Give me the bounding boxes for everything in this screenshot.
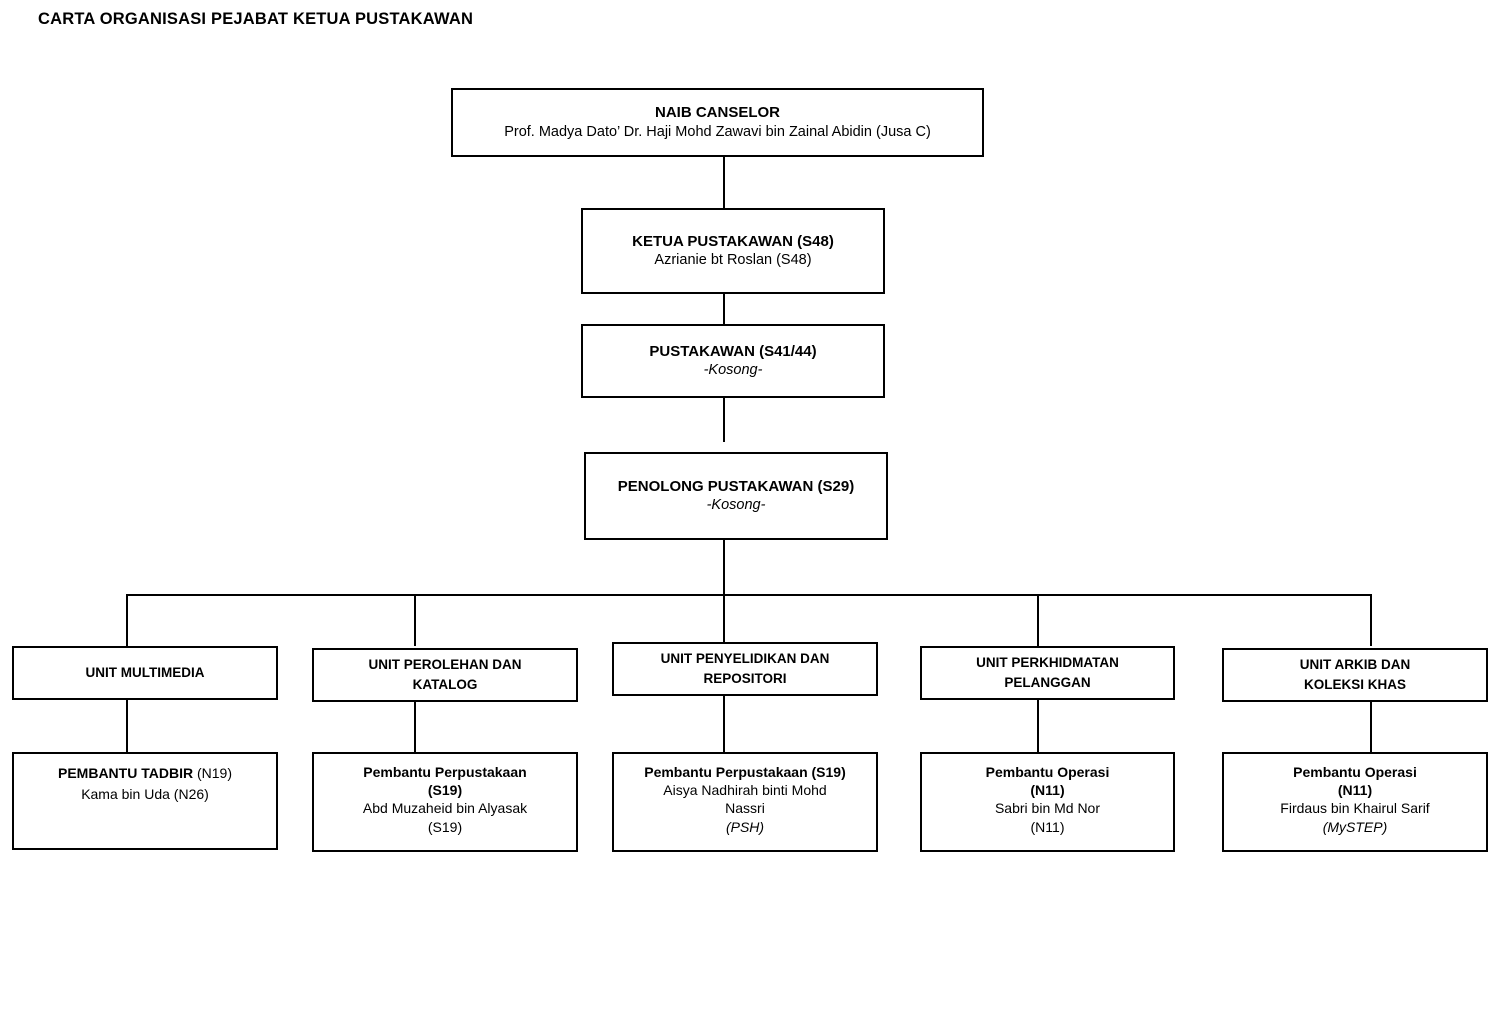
node-unit-perkhidmatan-pelanggan[interactable]: UNIT PERKHIDMATAN PELANGGAN [920,646,1175,700]
connector-horizontal-bus [126,594,1372,596]
node-staff-unit-multimedia[interactable]: PEMBANTU TADBIR (N19) Kama bin Uda (N26) [12,752,278,850]
node-penolong-pustakawan-occupant: -Kosong- [706,497,766,514]
staff-perolehan-title-line2: (S19) [427,782,463,799]
node-naib-canselor[interactable]: NAIB CANSELOR Prof. Madya Dato’ Dr. Haji… [451,88,984,157]
staff-perkhidmatan-name-line2: (N11) [1030,818,1065,835]
node-unit-penyelidikan-dan-repositori[interactable]: UNIT PENYELIDIKAN DAN REPOSITORI [612,642,878,696]
node-ketua-pustakawan-title: KETUA PUSTAKAWAN (S48) [632,232,834,250]
connector-naib-to-ketua [723,157,725,208]
connector-bus-to-unit-perkhidmatan [1037,594,1039,646]
staff-perolehan-title-line1: Pembantu Perpustakaan [363,764,527,780]
node-unit-arkib-dan-koleksi-khas[interactable]: UNIT ARKIB DAN KOLEKSI KHAS [1222,648,1488,702]
node-unit-perkhidmatan-label-line2: PELANGGAN [1004,675,1091,690]
staff-perkhidmatan-title-line1: Pembantu Operasi [985,764,1110,780]
node-penolong-pustakawan[interactable]: PENOLONG PUSTAKAWAN (S29) -Kosong- [584,452,888,540]
staff-perolehan-name-line1: Abd Muzaheid bin Alyasak [362,800,528,817]
staff-multimedia-title-row: PEMBANTU TADBIR (N19) [20,764,270,785]
node-staff-unit-arkib-dan-koleksi-khas[interactable]: Pembantu Operasi (N11) Firdaus bin Khair… [1222,752,1488,852]
node-unit-penyelidikan-label-line1: UNIT PENYELIDIKAN DAN [660,651,830,667]
staff-penyelidikan-note: (PSH) [725,818,765,835]
staff-perkhidmatan-title-line2: (N11) [1030,782,1065,799]
staff-perkhidmatan-name-line1: Sabri bin Md Nor [994,800,1101,817]
staff-arkib-name-line1: Firdaus bin Khairul Sarif [1280,800,1430,817]
staff-multimedia-grade: (N19) [193,765,232,781]
node-unit-perolehan-dan-katalog[interactable]: UNIT PEROLEHAN DAN KATALOG [312,648,578,702]
node-unit-arkib-label-line2: KOLEKSI KHAS [1303,677,1406,692]
staff-perolehan-name-line2: (S19) [427,818,463,835]
node-ketua-pustakawan-occupant: Azrianie bt Roslan (S48) [654,252,812,269]
node-unit-multimedia[interactable]: UNIT MULTIMEDIA [12,646,278,700]
staff-multimedia-title: PEMBANTU TADBIR [58,765,194,781]
staff-multimedia-name: Kama bin Uda (N26) [81,785,209,802]
connector-bus-to-unit-arkib [1370,594,1372,646]
staff-arkib-title-line1: Pembantu Operasi [1293,764,1417,780]
node-unit-perolehan-label-line2: KATALOG [412,677,478,692]
connector-penolong-to-bus [723,540,725,596]
connector-unit-multimedia-to-staff [126,700,128,752]
connector-unit-perolehan-to-staff [414,702,416,752]
staff-arkib-note: (MySTEP) [1322,818,1388,835]
node-staff-unit-perolehan-dan-katalog[interactable]: Pembantu Perpustakaan (S19) Abd Muzaheid… [312,752,578,852]
connector-bus-to-unit-perolehan [414,594,416,646]
node-pustakawan-title: PUSTAKAWAN (S41/44) [649,342,817,360]
connector-unit-arkib-to-staff [1370,702,1372,752]
node-staff-unit-penyelidikan-dan-repositori[interactable]: Pembantu Perpustakaan (S19) Aisya Nadhir… [612,752,878,852]
node-unit-multimedia-label-line1: UNIT MULTIMEDIA [85,665,205,681]
connector-unit-perkhidmatan-to-staff [1037,700,1039,752]
connector-bus-to-unit-multimedia [126,594,128,646]
node-unit-arkib-label-line1: UNIT ARKIB DAN [1299,657,1411,673]
staff-penyelidikan-name-line2: Nassri [725,800,765,817]
node-unit-perolehan-label-line1: UNIT PEROLEHAN DAN [368,657,522,673]
node-naib-canselor-occupant: Prof. Madya Dato’ Dr. Haji Mohd Zawavi b… [504,123,931,140]
node-pustakawan-occupant: -Kosong- [703,362,763,379]
node-unit-perkhidmatan-label-line1: UNIT PERKHIDMATAN [976,655,1119,671]
staff-arkib-title-line2: (N11) [1337,782,1373,799]
node-pustakawan[interactable]: PUSTAKAWAN (S41/44) -Kosong- [581,324,885,398]
node-ketua-pustakawan[interactable]: KETUA PUSTAKAWAN (S48) Azrianie bt Rosla… [581,208,885,294]
staff-penyelidikan-title-line1: Pembantu Perpustakaan (S19) [644,764,846,780]
connector-ketua-to-pustakawan [723,294,725,324]
node-unit-penyelidikan-label-line2: REPOSITORI [703,671,787,686]
page-title: CARTA ORGANISASI PEJABAT KETUA PUSTAKAWA… [38,10,474,28]
connector-bus-to-unit-penyelidikan [723,594,725,646]
node-penolong-pustakawan-title: PENOLONG PUSTAKAWAN (S29) [617,477,855,495]
connector-unit-penyelidikan-to-staff [723,696,725,752]
node-staff-unit-perkhidmatan-pelanggan[interactable]: Pembantu Operasi (N11) Sabri bin Md Nor … [920,752,1175,852]
node-naib-canselor-title: NAIB CANSELOR [654,104,780,122]
connector-pustakawan-to-penolong [723,398,725,442]
staff-penyelidikan-name-line1: Aisya Nadhirah binti Mohd [663,782,827,799]
